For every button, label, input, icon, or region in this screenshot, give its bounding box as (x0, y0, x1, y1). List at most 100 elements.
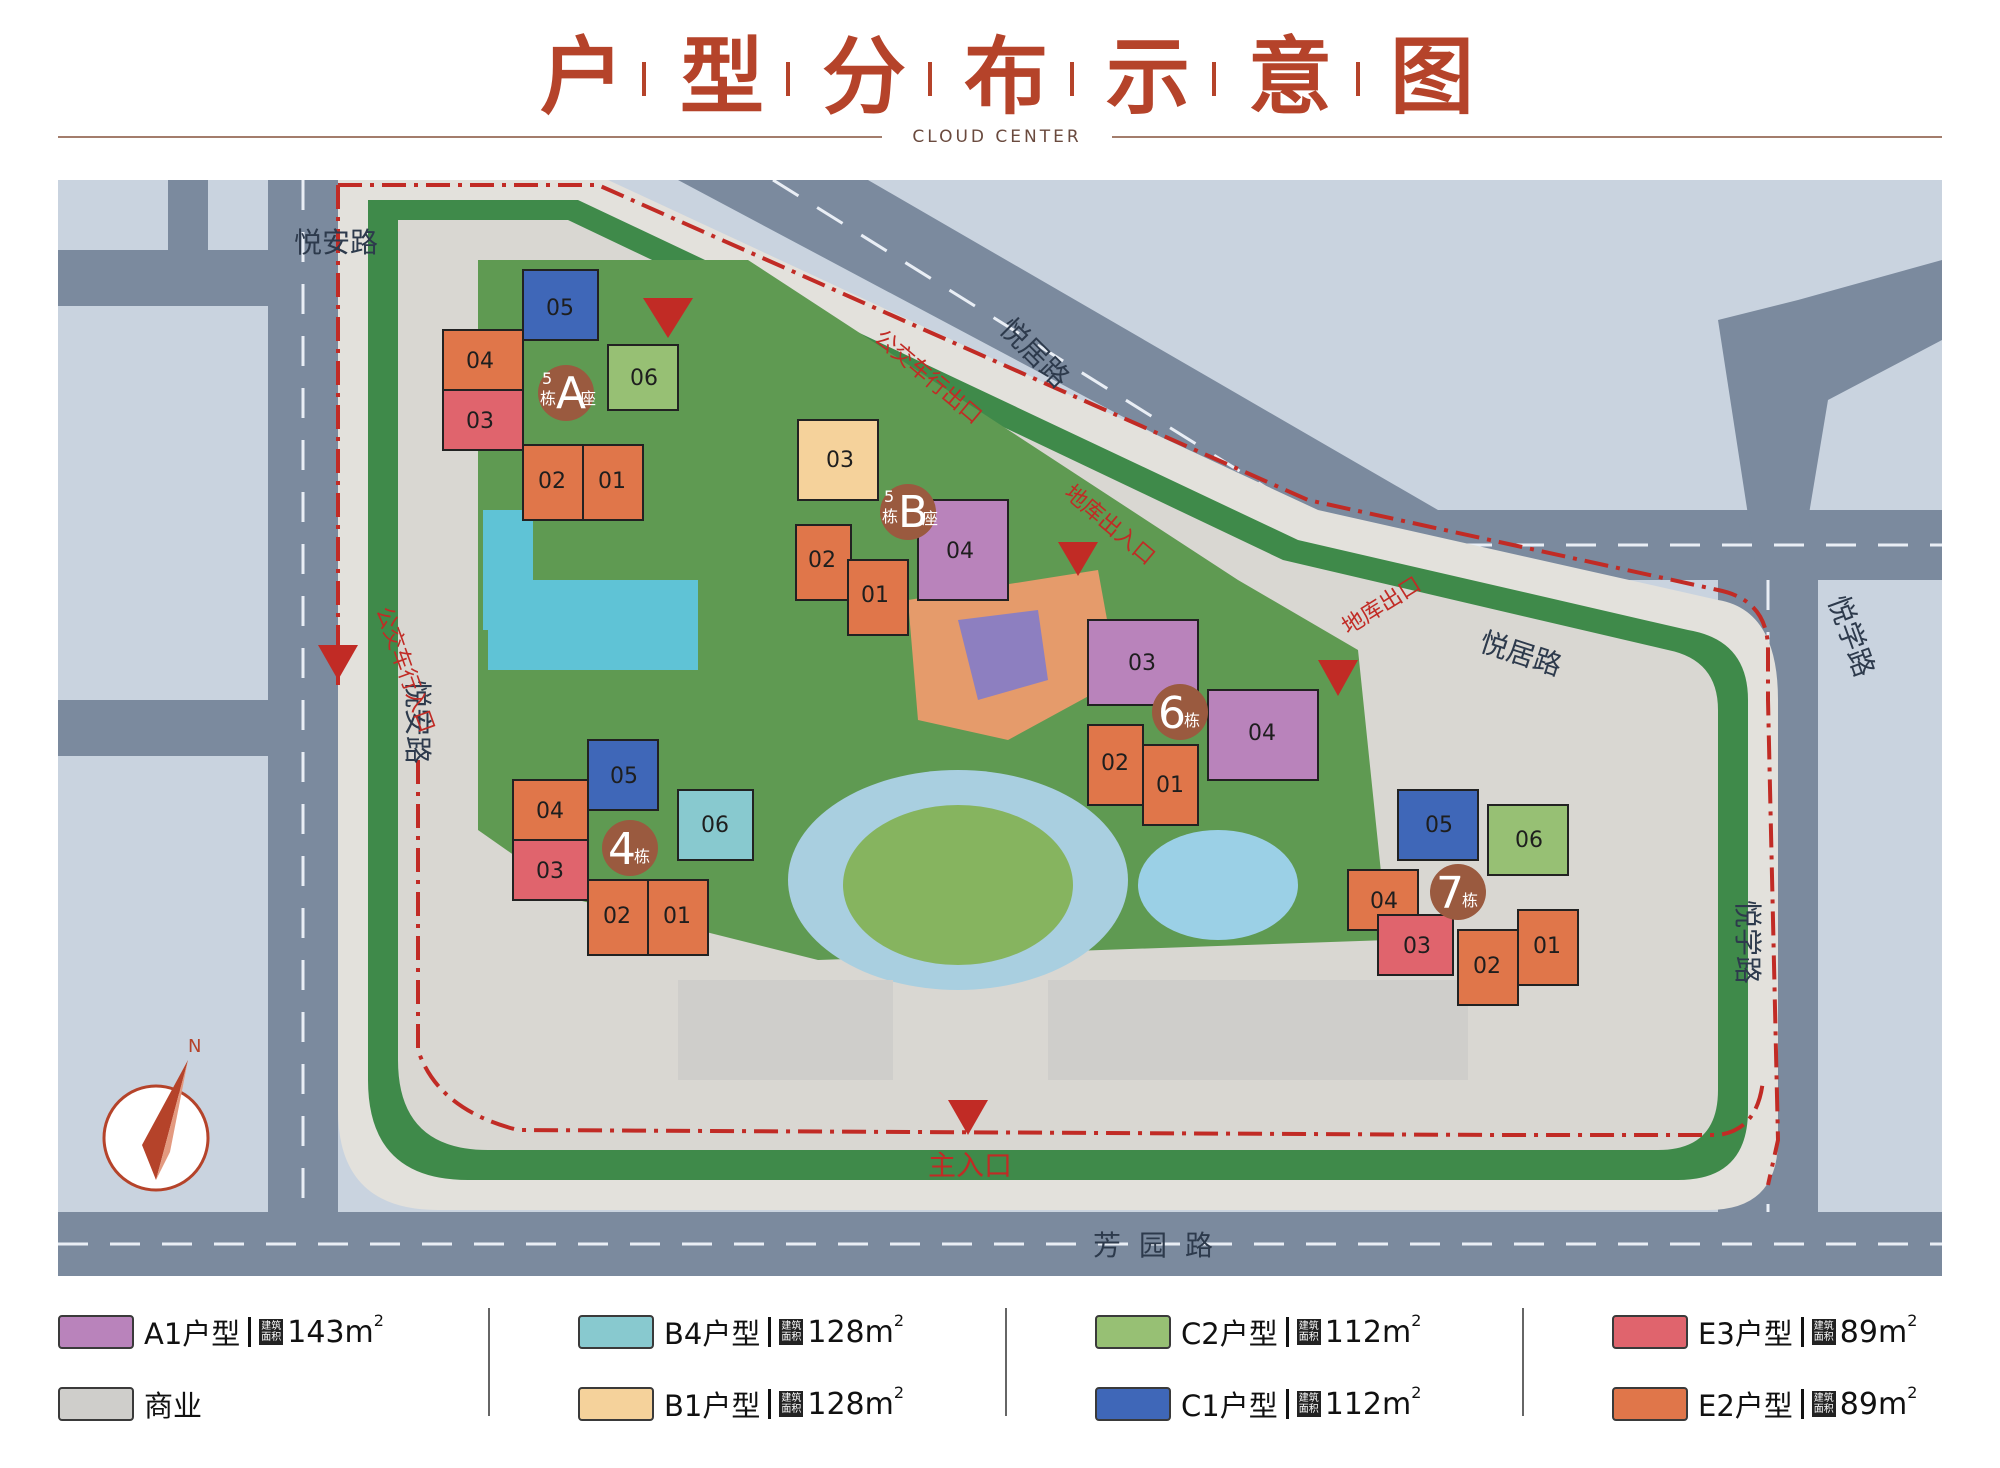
central-lawn (843, 805, 1073, 965)
unit-5b-01[interactable] (847, 559, 909, 636)
svg-text:A: A (556, 368, 586, 419)
title-char: 布 (964, 28, 1049, 126)
unit-7-05[interactable] (1397, 789, 1479, 861)
svg-text:栋: 栋 (882, 507, 898, 526)
unit-label: 04 (536, 799, 564, 824)
building-5a[interactable]: 05 04 03 06 02 01 5 栋 A 座 (442, 269, 679, 521)
title-char: 型 (680, 28, 765, 126)
unit-label: 02 (603, 904, 631, 929)
area-tag-icon: 建筑面积 (1811, 1391, 1836, 1417)
legend-label: E3户型 (1698, 1317, 1793, 1351)
unit-label: 06 (1515, 828, 1543, 853)
north-label: N (188, 1036, 201, 1057)
unit-label: 05 (546, 296, 574, 321)
svg-text:栋: 栋 (1462, 891, 1478, 910)
site-redline (338, 183, 1781, 1186)
unit-4-01[interactable] (647, 879, 709, 956)
road-label-fangyuan: 芳园路 (1093, 1229, 1231, 1262)
north-compass-icon: N (102, 1036, 210, 1192)
legend-divider (1522, 1308, 1524, 1416)
unit-label: 06 (701, 813, 729, 838)
legend-area: 128m (807, 1314, 894, 1350)
commercial-east (1048, 980, 1468, 1080)
legend-label: B4户型 (664, 1317, 761, 1351)
area-tag-icon: 建筑面积 (779, 1391, 804, 1417)
unit-label: 06 (630, 366, 658, 391)
unit-5a-03[interactable] (442, 389, 524, 451)
unit-7-02[interactable] (1457, 929, 1519, 1006)
building-6[interactable]: 03 04 02 01 6 栋 (1087, 619, 1319, 826)
building-4[interactable]: 05 04 03 06 02 01 4 栋 (512, 739, 754, 956)
legend-swatch (1095, 1315, 1171, 1349)
svg-text:座: 座 (922, 509, 938, 528)
legend-swatch (578, 1387, 654, 1421)
main-entry-arrow (948, 1100, 988, 1135)
unit-4-05[interactable] (587, 739, 659, 811)
road-label-yuexue-bottom: 悦学路 (1731, 900, 1764, 984)
unit-5a-06[interactable] (607, 344, 679, 411)
svg-text:栋: 栋 (634, 847, 650, 866)
unit-6-04[interactable] (1207, 689, 1319, 781)
unit-7-01[interactable] (1517, 909, 1579, 986)
legend-label: E2户型 (1698, 1389, 1793, 1423)
legend-divider (1005, 1308, 1007, 1416)
legend-swatch (1612, 1387, 1688, 1421)
unit-label: 02 (1101, 751, 1129, 776)
title-separator (1356, 62, 1360, 96)
svg-text:栋: 栋 (540, 389, 556, 408)
site-plan-map: 悦安路 悦安路 悦居路 悦居路 悦学路 悦学路 芳园路 公交车行出口 地库出入口… (58, 178, 1942, 1276)
unit-4-04[interactable] (512, 779, 589, 841)
site-plan-svg: 悦安路 悦安路 悦居路 悦居路 悦学路 悦学路 芳园路 公交车行出口 地库出入口… (58, 178, 1942, 1276)
unit-5a-01[interactable] (582, 444, 644, 521)
unit-7-06[interactable] (1487, 804, 1569, 876)
title-separator (928, 62, 932, 96)
building-badge-7 (1430, 864, 1486, 920)
unit-label: 02 (808, 548, 836, 573)
title-separator (786, 62, 790, 96)
building-badge-6 (1152, 684, 1208, 740)
unit-6-01[interactable] (1142, 744, 1199, 826)
area-tag-icon: 建筑面积 (779, 1319, 804, 1345)
title-char: 分 (822, 28, 907, 126)
unit-label: 03 (1128, 651, 1156, 676)
unit-label: 04 (1370, 889, 1398, 914)
unit-label: 01 (598, 469, 626, 494)
title-char: 意 (1248, 28, 1333, 126)
legend-label: A1户型 (144, 1317, 241, 1351)
legend-swatch (1612, 1315, 1688, 1349)
title-char: 户 (540, 28, 625, 126)
unit-4-03[interactable] (512, 839, 589, 901)
unit-6-02[interactable] (1087, 724, 1144, 806)
unit-label: 02 (538, 469, 566, 494)
legend-area: 89m (1839, 1314, 1908, 1350)
unit-label: 04 (946, 539, 974, 564)
water-feature (1138, 830, 1298, 940)
unit-5a-05[interactable] (522, 269, 599, 341)
building-badge-5b (880, 484, 936, 540)
unit-label: 01 (1156, 773, 1184, 798)
svg-text:座: 座 (580, 389, 596, 408)
svg-text:6: 6 (1158, 688, 1186, 739)
unit-5b-02[interactable] (795, 524, 852, 601)
unit-label: 04 (1248, 721, 1276, 746)
unit-5b-03[interactable] (797, 419, 879, 501)
pool-channel (483, 510, 533, 630)
legend-area: 143m (287, 1314, 374, 1350)
legend-area: 112m (1324, 1386, 1412, 1422)
building-7[interactable]: 05 06 04 03 02 01 7 栋 (1347, 789, 1579, 1006)
title-separator (1212, 62, 1216, 96)
unit-4-06[interactable] (677, 789, 754, 861)
unit-label: 03 (466, 409, 494, 434)
unit-4-02[interactable] (587, 879, 649, 956)
svg-text:栋: 栋 (1184, 711, 1200, 730)
unit-7-03[interactable] (1377, 914, 1454, 976)
unit-5a-02[interactable] (522, 444, 584, 521)
area-tag-icon: 建筑面积 (1811, 1319, 1836, 1345)
building-5b[interactable]: 03 04 02 01 5 栋 B 座 (795, 419, 1009, 636)
unit-label: 05 (610, 764, 638, 789)
bus-entry-arrow (318, 645, 358, 680)
